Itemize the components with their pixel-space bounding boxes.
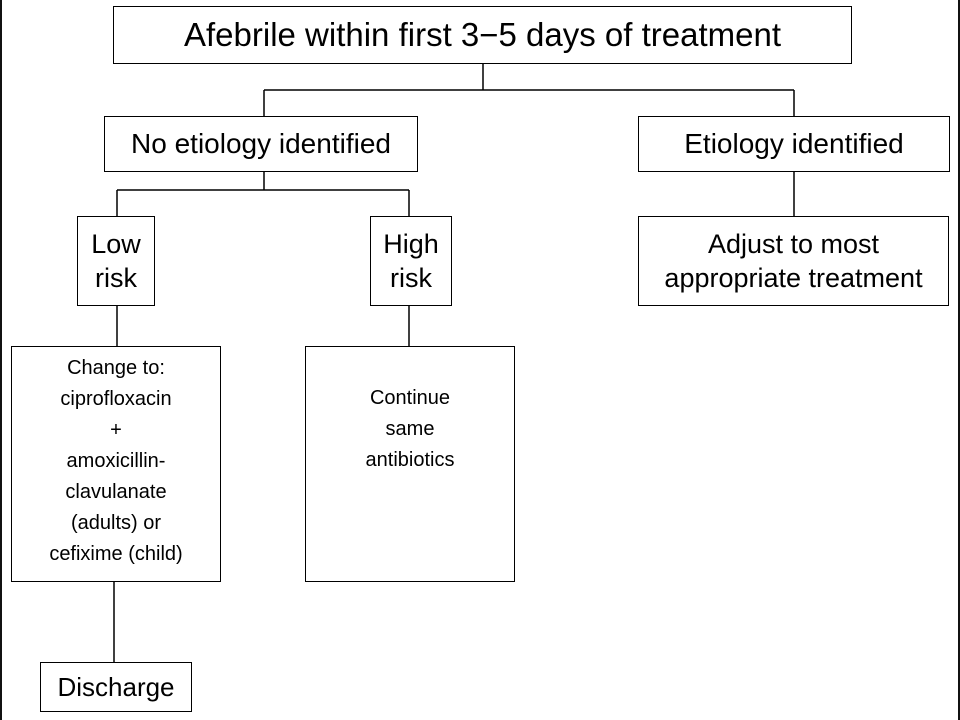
node-adjust-treatment: Adjust to most appropriate treatment	[638, 216, 949, 306]
node-low-risk: Low risk	[77, 216, 155, 306]
node-change-line: ciprofloxacin	[60, 388, 172, 410]
node-etiology-identified-label: Etiology identified	[684, 128, 904, 159]
node-change-line: (adults) or	[70, 512, 162, 534]
node-continue-antibiotics: Continue same antibiotics	[305, 346, 515, 582]
node-no-etiology: No etiology identified	[104, 116, 418, 172]
node-change-line: +	[110, 419, 122, 441]
node-low-risk-line: risk	[95, 263, 137, 293]
node-high-risk-line: High	[383, 229, 439, 259]
node-adjust-treatment-line: Adjust to most	[707, 229, 880, 259]
node-no-etiology-label: No etiology identified	[131, 128, 391, 159]
node-high-risk: High risk	[370, 216, 452, 306]
node-discharge-label: Discharge	[57, 671, 175, 702]
node-high-risk-line: risk	[390, 263, 432, 293]
node-continue-line: Continue	[369, 387, 451, 409]
node-afebrile-label: Afebrile within first 3−5 days of treatm…	[183, 16, 782, 53]
node-change-line: clavulanate	[65, 481, 167, 503]
node-low-risk-line: Low	[91, 229, 141, 259]
node-adjust-treatment-line: appropriate treatment	[664, 263, 923, 293]
node-continue-line: same	[385, 418, 435, 440]
node-change-antibiotics: Change to: ciprofloxacin + amoxicillin- …	[11, 346, 221, 582]
node-afebrile: Afebrile within first 3−5 days of treatm…	[113, 6, 852, 64]
node-continue-line: antibiotics	[365, 449, 455, 471]
node-change-line: cefixime (child)	[49, 543, 183, 565]
node-etiology-identified: Etiology identified	[638, 116, 950, 172]
node-discharge: Discharge	[40, 662, 192, 712]
node-change-line: amoxicillin-	[66, 450, 166, 472]
node-change-line: Change to:	[67, 357, 165, 379]
